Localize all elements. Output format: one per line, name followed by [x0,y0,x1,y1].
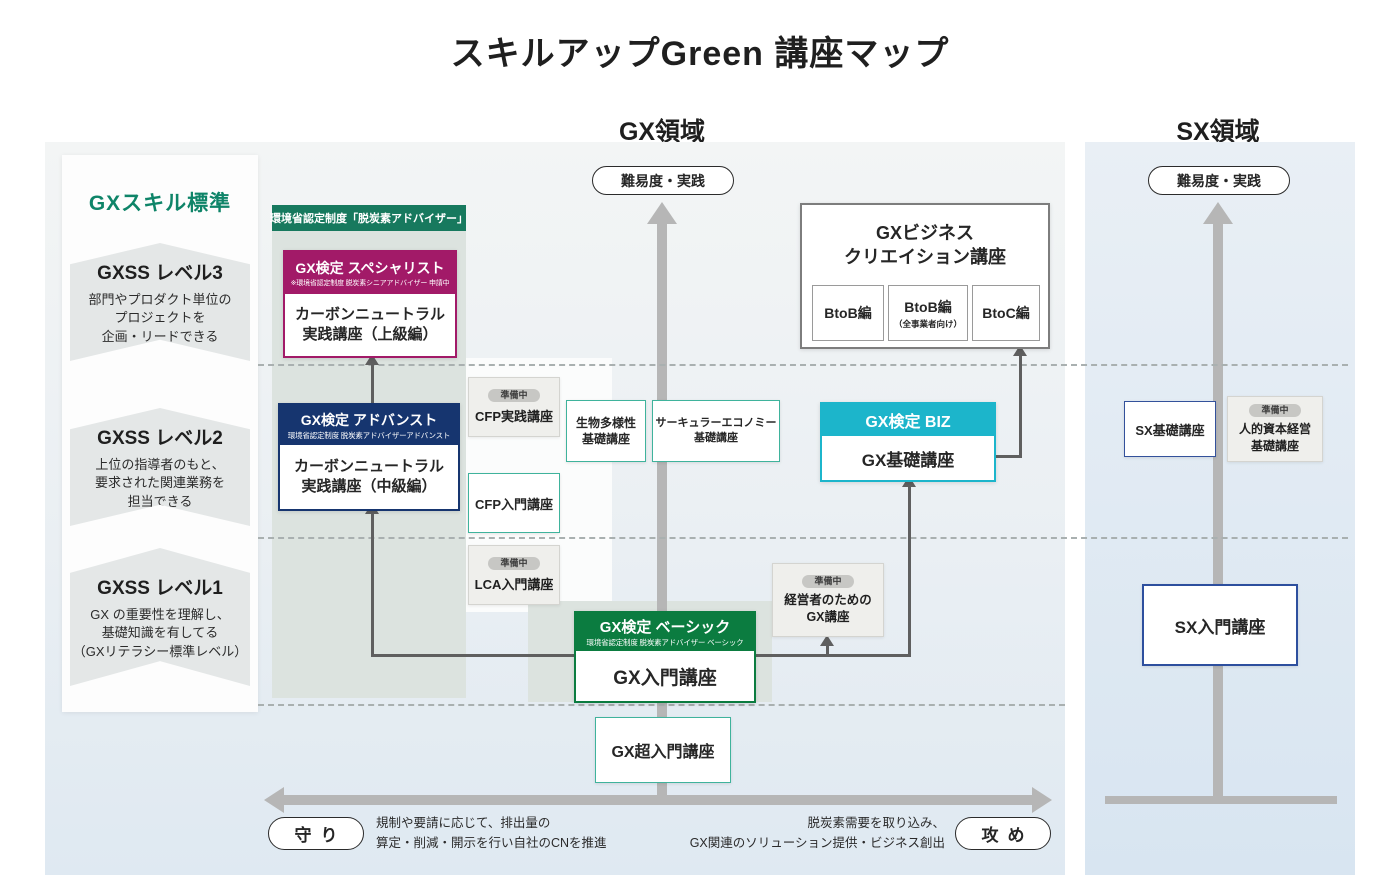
skill-level-1: GXSS レベル1 GX の重要性を理解し、 基礎知識を有してる （GXリテラシ… [70,548,250,686]
lca-intro-label: LCA入門講座 [474,577,554,592]
basic-subtitle: 環境省認定制度 脱炭素アドバイザー ベーシック [586,638,744,647]
arrow-basic-to-biz-vertical [908,486,911,657]
advanced-title: GX検定 アドバンスト [300,411,438,428]
preparing-badge: 準備中 [488,389,540,402]
human-capital-label: 人的資本経営 基礎講座 [1238,422,1311,453]
preparing-badge: 準備中 [1249,404,1301,418]
course-card-specialist: GX検定 スペシャリスト ※環境省認定制度 脱炭素シニアアドバイザー 申請中 カ… [283,250,457,358]
basic-course-label: GX入門講座 [576,651,754,701]
skill-standard-panel: GXスキル標準 GXSS レベル3 部門やプロダクト単位の プロジェクトを 企画… [62,155,258,712]
dashed-separator-level3 [258,364,1348,366]
gx-vertical-axis [657,222,667,800]
cert-banner: 環境省認定制度「脱炭素アドバイザー」 [270,205,468,231]
course-box-cfp-practice: 準備中 CFP実践講座 [468,377,560,437]
variant-btob-all-label: BtoB編 [904,298,952,315]
specialist-subtitle: ※環境省認定制度 脱炭素シニアアドバイザー 申請中 [290,280,450,287]
sx-horizontal-axis [1105,796,1337,804]
gx-axis-left-arrowhead-icon [264,787,284,813]
variant-box-btob-all: BtoB編 （全事業者向け） [888,285,968,341]
skill-level-1-desc: GX の重要性を理解し、 基礎知識を有してる （GXリテラシー標準レベル） [72,607,248,659]
skill-level-3-name: GXSS レベル3 [97,263,223,285]
course-card-advanced: GX検定 アドバンスト 環境省認定制度 脱炭素アドバイザーアドバンスト カーボン… [278,403,460,511]
skill-level-2-name: GXSS レベル2 [97,428,223,450]
sx-vertical-axis-arrowhead-icon [1203,202,1233,224]
basic-title: GX検定 ベーシック [599,619,731,636]
course-box-sx-intro: SX入門講座 [1142,584,1298,666]
executive-gx-label: 経営者のための GX講座 [784,592,872,624]
arrow-biz-to-creation-vertical [1019,355,1022,458]
specialist-card-header: GX検定 スペシャリスト ※環境省認定制度 脱炭素シニアアドバイザー 申請中 [285,252,455,294]
biz-card-header: GX検定 BIZ [822,404,994,436]
arrow-basic-to-advanced-horizontal [371,654,574,657]
course-box-human-capital: 準備中 人的資本経営 基礎講座 [1227,396,1323,462]
offense-pill: 攻め [955,817,1051,850]
business-creation-card: GXビジネス クリエイション講座 BtoB編 BtoB編 （全事業者向け） Bt… [800,203,1050,349]
sx-difficulty-pill: 難易度・実践 [1148,166,1290,195]
arrow-advanced-to-specialist [371,364,374,403]
basic-card-header: GX検定 ベーシック 環境省認定制度 脱炭素アドバイザー ベーシック [576,613,754,651]
course-box-executive-gx: 準備中 経営者のための GX講座 [772,563,884,637]
business-creation-title: GXビジネス クリエイション講座 [844,223,1006,268]
arrow-basic-to-executive [826,645,829,657]
arrow-advanced-to-specialist-head-icon [365,354,379,365]
variant-btob-label: BtoB編 [824,305,872,321]
advanced-course-label: カーボンニュートラル 実践講座（中級編） [280,445,458,509]
course-box-cfp-intro: CFP入門講座 [468,473,560,533]
skill-standard-heading: GXスキル標準 [88,192,232,215]
advanced-subtitle: 環境省認定制度 脱炭素アドバイザーアドバンスト [287,430,451,440]
specialist-course-label: カーボンニュートラル 実践講座（上級編） [285,294,455,356]
offense-desc: 脱炭素需要を取り込み、 GX関連のソリューション提供・ビジネス創出 [689,816,945,850]
preparing-badge: 準備中 [802,574,854,588]
course-box-lca-intro: 準備中 LCA入門講座 [468,545,560,605]
course-box-gx-super-intro: GX超入門講座 [595,717,731,783]
gx-vertical-axis-arrowhead-icon [647,202,677,224]
sx-region-label: SX領域 [1176,118,1260,146]
defense-desc: 規制や要請に応じて、排出量の 算定・削減・開示を行い自社のCNを推進 [376,816,607,850]
variant-box-btob: BtoB編 [812,285,884,341]
defense-pill: 守り [268,817,364,850]
page-title: スキルアップGreen 講座マップ [450,35,950,73]
cfp-practice-label: CFP実践講座 [474,409,553,424]
arrow-basic-to-advanced-vertical [371,513,374,657]
arrow-basic-to-right-horizontal [751,654,911,657]
specialist-title: GX検定 スペシャリスト [295,260,445,276]
arrow-biz-to-creation-head-icon [1013,345,1027,356]
skill-level-2-desc: 上位の指導者のもと、 要求された関連業務を 担当できる [94,457,225,509]
sx-vertical-axis [1213,222,1223,800]
course-box-biodiversity: 生物多様性 基礎講座 [566,400,646,462]
biz-title: GX検定 BIZ [865,414,951,431]
preparing-badge: 準備中 [488,557,540,570]
gx-axis-right-arrowhead-icon [1032,787,1052,813]
skill-level-3: GXSS レベル3 部門やプロダクト単位の プロジェクトを 企画・リードできる [70,243,250,361]
gx-difficulty-pill: 難易度・実践 [592,166,734,195]
course-card-basic: GX検定 ベーシック 環境省認定制度 脱炭素アドバイザー ベーシック GX入門講… [574,611,756,703]
advanced-card-header: GX検定 アドバンスト 環境省認定制度 脱炭素アドバイザーアドバンスト [280,405,458,445]
skill-level-3-desc: 部門やプロダクト単位の プロジェクトを 企画・リードできる [88,292,232,344]
dashed-separator-level1 [258,704,1065,706]
arrow-basic-to-executive-head-icon [820,635,834,646]
dashed-separator-level2 [258,537,1348,539]
variant-box-btoc: BtoC編 [972,285,1040,341]
course-card-biz: GX検定 BIZ GX基礎講座 [820,402,996,482]
gx-horizontal-axis [284,795,1032,805]
biz-course-label: GX基礎講座 [822,436,994,480]
variant-btob-all-sub: （全事業者向け） [893,318,962,329]
skill-level-1-name: GXSS レベル1 [97,578,223,600]
course-box-circular-economy: サーキュラーエコノミー 基礎講座 [652,400,780,462]
course-box-sx-basic: SX基礎講座 [1124,401,1216,457]
variant-btoc-label: BtoC編 [982,305,1030,321]
skill-level-2: GXSS レベル2 上位の指導者のもと、 要求された関連業務を 担当できる [70,408,250,526]
arrow-biz-to-creation-horizontal [992,455,1022,458]
gx-region-label: GX領域 [618,118,706,146]
